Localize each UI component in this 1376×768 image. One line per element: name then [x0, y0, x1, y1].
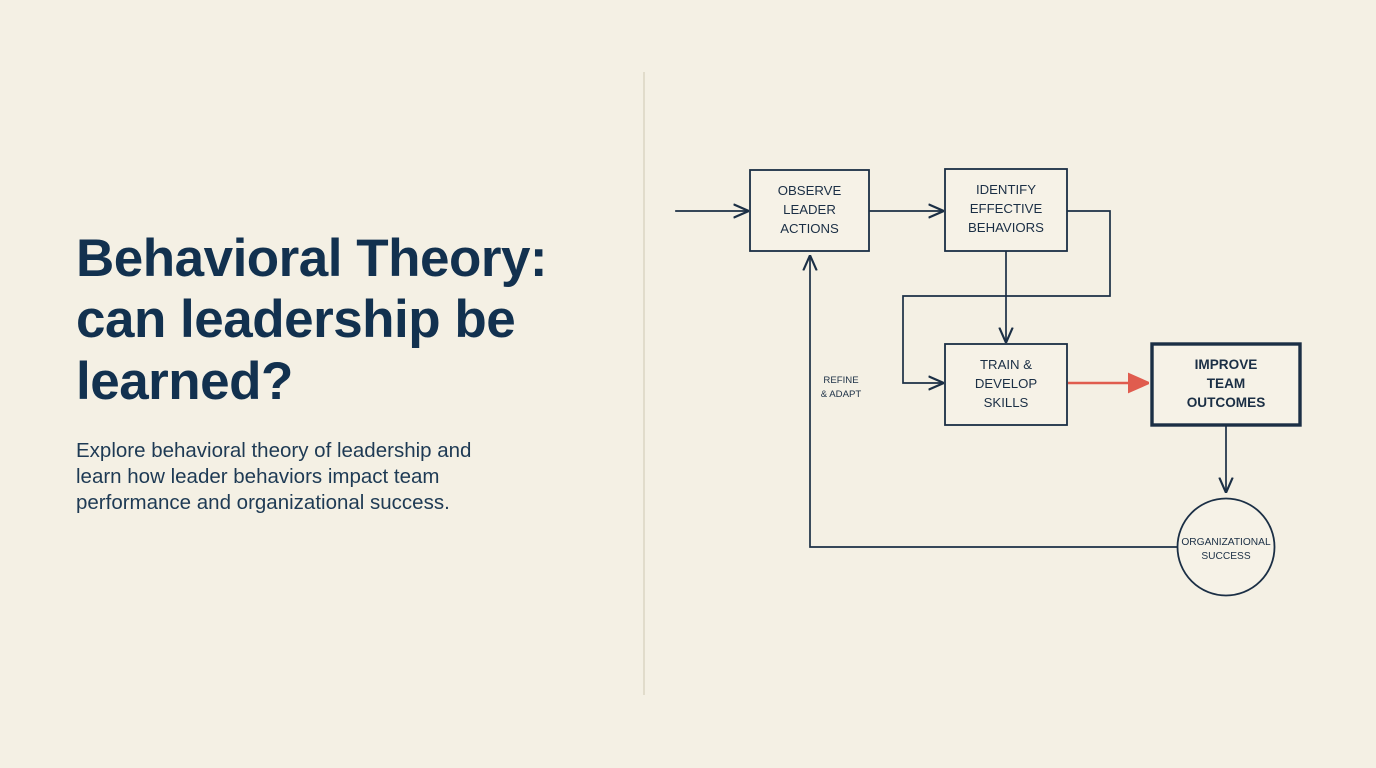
edge-label-refine-line-2: & ADAPT	[821, 389, 862, 400]
node-observe-line-3: ACTIONS	[780, 221, 839, 236]
node-organizational-success[interactable]: ORGANIZATIONAL SUCCESS	[1176, 497, 1276, 597]
node-identify-effective-behaviors[interactable]: IDENTIFY EFFECTIVE BEHAVIORS	[944, 168, 1068, 252]
page-title: Behavioral Theory: can leadership be lea…	[76, 229, 548, 411]
edge-identify-to-train-routed	[902, 210, 1111, 383]
page-subtitle: Explore behavioral theory of leadership …	[76, 439, 472, 515]
node-observe-line-2: LEADER	[783, 202, 836, 217]
node-train-box[interactable]	[944, 343, 1068, 426]
node-identify-box[interactable]	[944, 168, 1068, 252]
node-improve-team-outcomes[interactable]: IMPROVE TEAM OUTCOMES	[1150, 342, 1302, 427]
node-improve-line-3: OUTCOMES	[1187, 395, 1266, 410]
text-column: Behavioral Theory: can leadership be lea…	[76, 228, 616, 516]
node-observe-box[interactable]	[749, 169, 870, 252]
node-observe-leader-actions[interactable]: OBSERVE LEADER ACTIONS	[749, 169, 870, 252]
edge-success-to-observe	[810, 255, 1179, 548]
node-identify-line-3: BEHAVIORS	[968, 220, 1044, 235]
node-identify-line-1: IDENTIFY	[976, 182, 1036, 197]
node-train-line-1: TRAIN &	[980, 357, 1032, 372]
node-success-line-1: ORGANIZATIONAL	[1181, 537, 1271, 548]
vertical-divider	[643, 72, 645, 695]
flowchart-diagram: OBSERVE LEADER ACTIONS IDENTIFY EFFECTIV…	[660, 60, 1360, 720]
edge-label-refine-adapt: REFINE & ADAPT	[821, 375, 862, 400]
node-success-line-2: SUCCESS	[1201, 551, 1250, 562]
node-improve-line-2: TEAM	[1207, 376, 1246, 391]
node-train-line-3: SKILLS	[984, 395, 1029, 410]
edge-label-refine-line-1: REFINE	[823, 375, 858, 386]
node-improve-box[interactable]	[1150, 342, 1302, 427]
node-train-develop-skills[interactable]: TRAIN & DEVELOP SKILLS	[944, 343, 1068, 426]
node-success-circle[interactable]	[1176, 497, 1276, 597]
node-identify-line-2: EFFECTIVE	[970, 201, 1043, 216]
node-improve-line-1: IMPROVE	[1195, 357, 1258, 372]
node-train-line-2: DEVELOP	[975, 376, 1038, 391]
node-observe-line-1: OBSERVE	[778, 183, 842, 198]
